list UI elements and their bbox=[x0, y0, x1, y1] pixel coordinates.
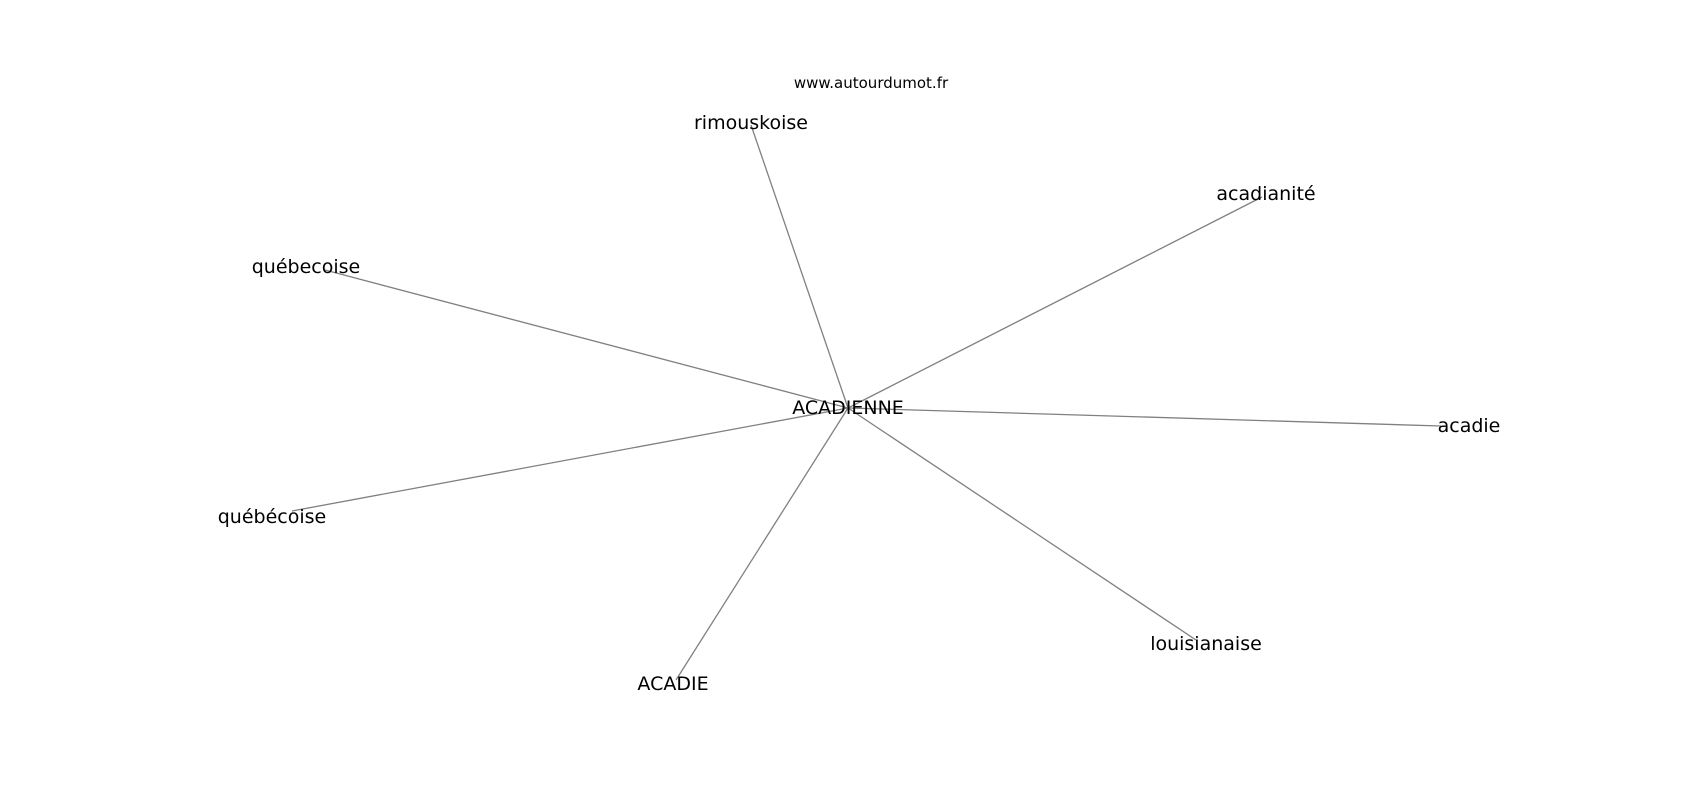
node-acadie: acadie bbox=[1438, 415, 1501, 437]
edge-acadienne-acadianite bbox=[847, 196, 1263, 409]
edge-acadienne-rimouskoise bbox=[750, 124, 849, 409]
node-labels: www.autourdumot.fr ACADIENNE rimouskoise… bbox=[218, 74, 1501, 695]
watermark: www.autourdumot.fr bbox=[794, 74, 949, 92]
node-quebecoise-accent: québécoise bbox=[218, 506, 326, 528]
node-quebecoise: québecoise bbox=[252, 256, 360, 278]
edge-acadienne-quebecoise-accent bbox=[291, 407, 849, 512]
node-acadie-upper: ACADIE bbox=[637, 673, 708, 695]
edge-acadienne-louisianaise bbox=[847, 407, 1197, 641]
node-louisianaise: louisianaise bbox=[1150, 633, 1262, 655]
edge-acadienne-acadie-upper bbox=[675, 407, 849, 681]
node-center: ACADIENNE bbox=[792, 397, 904, 419]
edge-acadienne-quebecoise bbox=[324, 269, 849, 409]
edge-acadienne-acadie bbox=[847, 407, 1442, 427]
edges bbox=[291, 124, 1442, 681]
node-acadianite: acadianité bbox=[1216, 183, 1315, 205]
node-rimouskoise: rimouskoise bbox=[694, 112, 808, 134]
